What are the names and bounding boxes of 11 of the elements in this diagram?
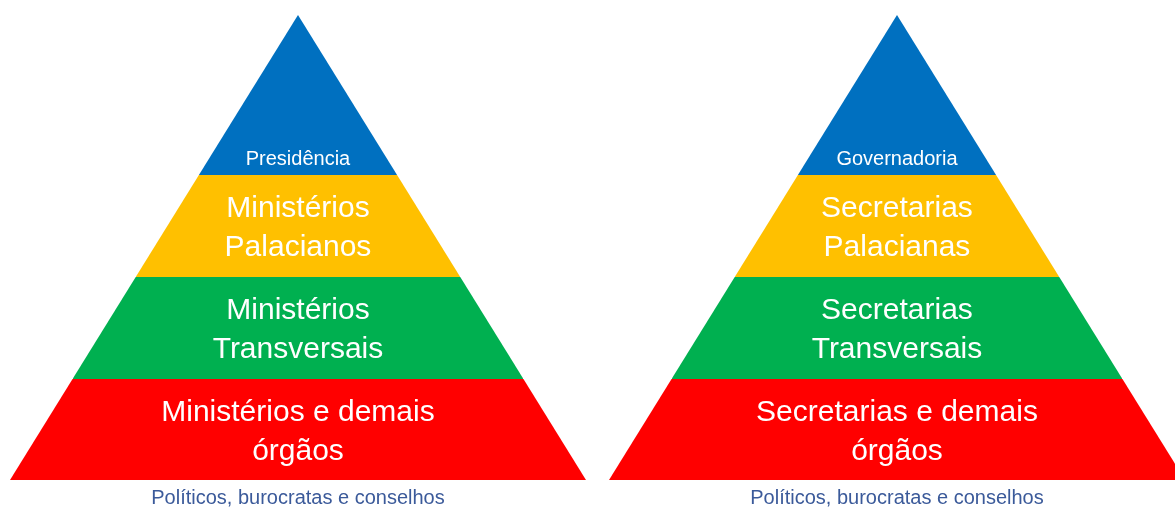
pyramid-caption: Políticos, burocratas e conselhos xyxy=(150,486,446,509)
tier-label: Ministérios Palacianos xyxy=(223,189,373,264)
pyramid-tier xyxy=(609,379,1175,480)
tier-label: Secretarias e demais órgãos xyxy=(755,392,1039,468)
tier-label: Secretarias Transversais xyxy=(810,291,984,366)
tier-label: Governadoria xyxy=(836,146,958,171)
tier-label: Presidência xyxy=(245,146,351,171)
tier-label: Ministérios e demais órgãos xyxy=(160,392,436,468)
tier-label: Secretarias Palacianas xyxy=(820,189,974,264)
tier-label: Ministérios Transversais xyxy=(211,291,385,366)
pyramid-caption: Políticos, burocratas e conselhos xyxy=(749,486,1045,509)
